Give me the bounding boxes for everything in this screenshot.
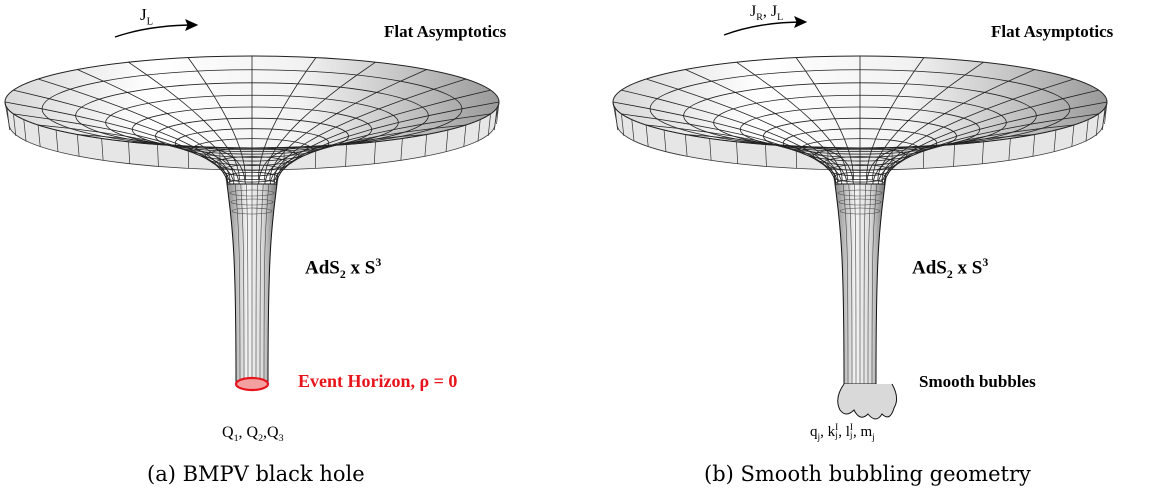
throat-label: AdS2 x S3 — [305, 256, 382, 282]
charges-label: Q1, Q2,Q3 — [222, 424, 284, 445]
throat-label: AdS2 x S3 — [912, 256, 989, 282]
spin-label: JL — [140, 5, 154, 28]
panel-smooth-bubbling: JR, JL Flat Asymptotics AdS2 x S3 Smooth… — [584, 0, 1168, 501]
caption-b: (b) Smooth bubbling geometry — [704, 462, 1031, 486]
flat-asymptotics-label: Flat Asymptotics — [991, 22, 1114, 41]
funnel-geometry — [612, 16, 1108, 420]
flat-asymptotics-label: Flat Asymptotics — [384, 22, 507, 41]
panel-bmpv-black-hole: JL Flat Asymptotics AdS2 x S3 Event Hori… — [4, 5, 507, 486]
event-horizon-label: Event Horizon, ρ = 0 — [298, 371, 458, 391]
funnel-geometry — [4, 19, 500, 392]
spin-label: JR, JL — [750, 3, 784, 24]
caption-a: (a) BMPV black hole — [147, 462, 365, 486]
smooth-bubbles-label: Smooth bubbles — [919, 372, 1036, 391]
